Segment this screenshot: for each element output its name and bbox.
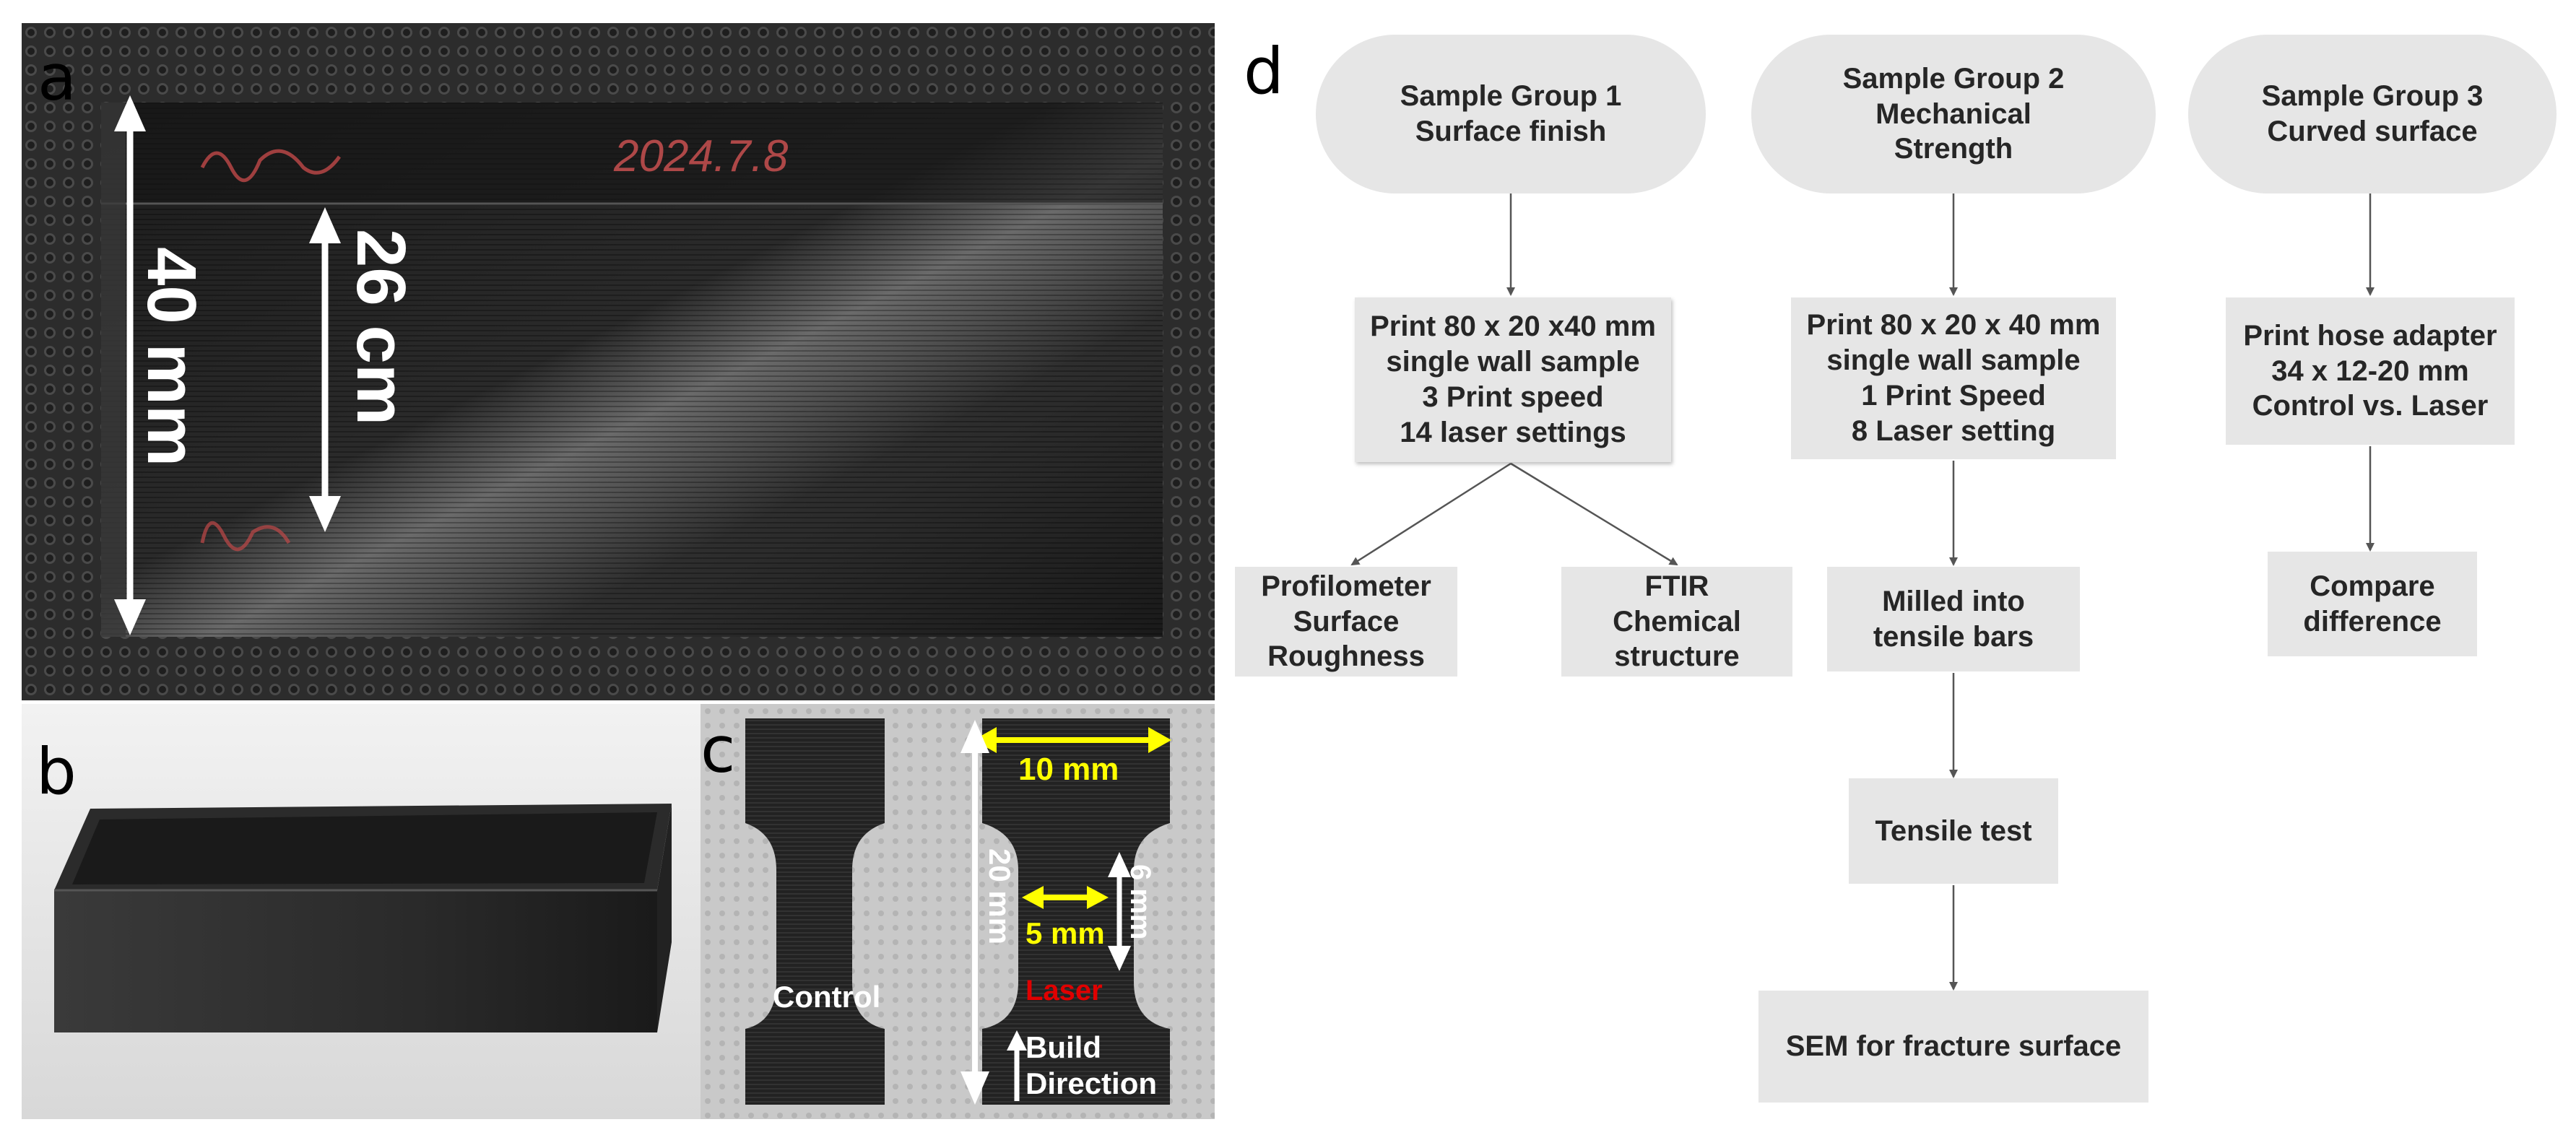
- group2-sem: SEM for fracture surface: [1758, 991, 2148, 1103]
- handwritten-date: 2024.7.8: [613, 131, 789, 181]
- dimension-label-10mm: 10 mm: [1018, 752, 1119, 787]
- laser-dogbone: [982, 718, 1170, 1105]
- dimension-arrow-26cm: [309, 207, 341, 532]
- arrow-g1-print-to-ftir: [1510, 462, 1678, 566]
- panel-b-photo: b: [22, 704, 701, 1119]
- dimension-arrow-10mm: [973, 727, 1171, 753]
- dimension-label-5mm: 5 mm: [1025, 916, 1105, 950]
- group1-profilometer: Profilometer Surface Roughness: [1235, 567, 1457, 677]
- dimension-label-6mm: 6 mm: [1124, 864, 1156, 940]
- arrow-g1-print-to-profilometer: [1350, 462, 1512, 566]
- group1-header: Sample Group 1 Surface finish: [1316, 35, 1706, 193]
- panel-label-a: a: [38, 40, 77, 115]
- dimension-label-40mm: 40 mm: [133, 247, 210, 466]
- build-direction-label-1: Build: [1025, 1030, 1101, 1064]
- control-dogbone: [745, 718, 885, 1105]
- group1-print-step: Print 80 x 20 x40 mm single wall sample …: [1355, 297, 1671, 462]
- panel-b-illustration: [22, 704, 701, 1119]
- dimension-label-26cm: 26 cm: [342, 229, 420, 425]
- group2-print-step: Print 80 x 20 x 40 mm single wall sample…: [1791, 297, 2116, 459]
- group2-header: Sample Group 2 Mechanical Strength: [1751, 35, 2156, 193]
- dimension-label-20mm: 20 mm: [983, 848, 1017, 944]
- dimension-arrow-6mm: [1108, 852, 1131, 971]
- group2-tensile-test: Tensile test: [1849, 778, 2058, 884]
- panel-c-illustration: 10 mm 20 mm 5 mm 6 mm Control Laser: [701, 704, 1215, 1119]
- group3-header: Sample Group 3 Curved surface: [2188, 35, 2557, 193]
- dimension-arrow-5mm: [1022, 886, 1109, 909]
- handwritten-mark: [200, 149, 342, 183]
- group3-print-step: Print hose adapter 34 x 12-20 mm Control…: [2226, 297, 2515, 445]
- build-direction-arrow: [1007, 1030, 1027, 1101]
- laser-label: Laser: [1025, 975, 1103, 1006]
- panel-c-photo: 10 mm 20 mm 5 mm 6 mm Control Laser: [701, 704, 1215, 1119]
- panel-label-b: b: [36, 734, 77, 809]
- panel-label-d: d: [1244, 34, 1284, 108]
- panel-a-photo: 2024.7.8 40 mm 26 cm a: [22, 23, 1215, 700]
- group2-milled: Milled into tensile bars: [1827, 567, 2080, 671]
- panel-a-illustration: 2024.7.8 40 mm 26 cm: [22, 23, 1215, 700]
- panel-label-c: c: [701, 713, 736, 787]
- control-label: Control: [773, 980, 880, 1014]
- group3-compare: Compare difference: [2268, 552, 2477, 656]
- dimension-arrow-40mm: [114, 95, 146, 635]
- group1-ftir: FTIR Chemical structure: [1561, 567, 1792, 677]
- dimension-arrow-20mm: [960, 720, 989, 1105]
- build-direction-label-2: Direction: [1025, 1066, 1157, 1100]
